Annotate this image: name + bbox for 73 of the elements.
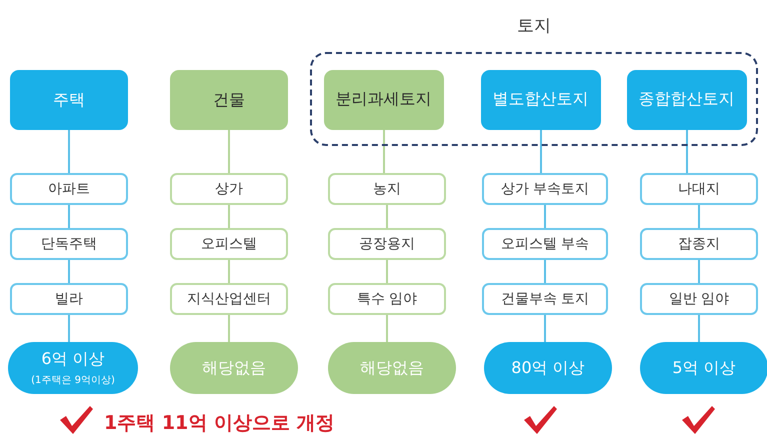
item-box bbox=[640, 283, 758, 315]
box-label: 일반 임야 bbox=[668, 290, 730, 308]
box-label: 상가 부속토지 bbox=[500, 180, 590, 198]
box-label: 분리과세토지 bbox=[336, 89, 432, 110]
category-box bbox=[170, 70, 288, 130]
item-box bbox=[640, 228, 758, 260]
item-box bbox=[328, 228, 446, 260]
connector-line bbox=[544, 260, 546, 283]
note-text: (1주택은 9억이상) bbox=[31, 374, 115, 387]
box-label: 5억 이상 bbox=[672, 358, 736, 378]
box-label: 빌라 bbox=[55, 290, 83, 308]
item-box bbox=[170, 283, 288, 315]
category-box bbox=[324, 70, 444, 130]
connector-line bbox=[386, 260, 388, 283]
connector-line bbox=[686, 130, 688, 173]
connector-line bbox=[544, 315, 546, 342]
group-title: 토지 bbox=[516, 15, 552, 37]
box-label: 80억 이상 bbox=[511, 358, 585, 378]
box-label: 별도합산토지 bbox=[492, 89, 588, 110]
connector-line bbox=[228, 315, 230, 342]
item-box bbox=[482, 228, 608, 260]
box-label: 해당없음 bbox=[202, 358, 266, 378]
item-box bbox=[10, 173, 128, 205]
item-box bbox=[170, 173, 288, 205]
threshold-pill bbox=[8, 342, 138, 394]
box-label: 건물 bbox=[213, 90, 245, 110]
item-box bbox=[10, 283, 128, 315]
connector-line bbox=[68, 315, 70, 342]
item-box bbox=[640, 173, 758, 205]
threshold-pill bbox=[484, 342, 612, 394]
item-box bbox=[328, 173, 446, 205]
box-label: 오피스텔 부속 bbox=[500, 235, 590, 253]
connector-line bbox=[228, 260, 230, 283]
category-box bbox=[10, 70, 128, 130]
connector-line bbox=[544, 205, 546, 228]
item-box bbox=[328, 283, 446, 315]
item-box bbox=[482, 173, 608, 205]
box-label: 단독주택 bbox=[41, 235, 97, 253]
category-box bbox=[626, 70, 746, 130]
threshold-pill bbox=[640, 342, 767, 394]
box-label: 오피스텔 bbox=[201, 235, 257, 253]
category-box bbox=[480, 70, 600, 130]
connector-line bbox=[228, 130, 230, 173]
note-text: 1주택 11억 이상으로 개정 bbox=[104, 411, 335, 436]
box-label: 해당없음 bbox=[360, 358, 424, 378]
box-label: 농지 bbox=[373, 180, 401, 198]
box-label: 상가 bbox=[215, 180, 243, 198]
connector-line bbox=[698, 260, 700, 283]
box-label: 잡종지 bbox=[678, 235, 720, 253]
connector-line bbox=[68, 130, 70, 173]
connector-line bbox=[698, 315, 700, 342]
connector-line bbox=[386, 315, 388, 342]
connector-line bbox=[386, 205, 388, 228]
box-label: 종합합산토지 bbox=[638, 89, 734, 110]
box-label: 나대지 bbox=[678, 180, 720, 198]
box-label: 6억 이상 bbox=[41, 349, 105, 370]
connector-line bbox=[540, 130, 542, 173]
item-box bbox=[482, 283, 608, 315]
threshold-pill bbox=[170, 342, 298, 394]
connector-line bbox=[68, 205, 70, 228]
threshold-pill bbox=[328, 342, 456, 394]
box-label: 건물부속 토지 bbox=[500, 290, 590, 308]
box-label: 특수 임야 bbox=[356, 290, 418, 308]
box-label: 주택 bbox=[53, 90, 85, 110]
connector-line bbox=[68, 260, 70, 283]
connector-line bbox=[698, 205, 700, 228]
connector-line bbox=[228, 205, 230, 228]
item-box bbox=[10, 228, 128, 260]
item-box bbox=[170, 228, 288, 260]
box-label: 아파트 bbox=[48, 180, 90, 198]
connector-line bbox=[383, 130, 385, 173]
box-label: 공장용지 bbox=[359, 235, 415, 253]
box-label: 지식산업센터 bbox=[187, 290, 271, 308]
